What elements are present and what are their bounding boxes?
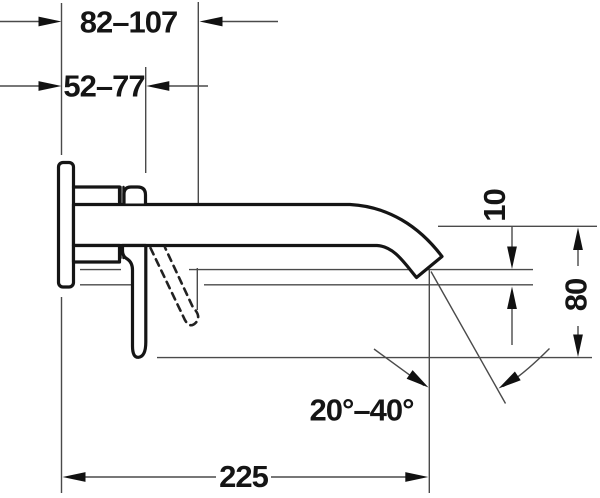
lever-handle-open-dashed (149, 246, 200, 327)
collar-divider-lines (119, 185, 125, 260)
mount-collar-top (71, 185, 122, 206)
dim-label-outlet-height: 80 (559, 279, 594, 311)
arrow-angle-right (498, 371, 521, 389)
arrow-right-52-77 (38, 81, 62, 91)
dim-label-wall-to-handle-closed: 52–77 (63, 69, 144, 104)
lever-handle (120, 243, 148, 359)
arrow-left-82-107 (199, 16, 223, 27)
cartridge-cap (122, 185, 148, 206)
arrow-down-80 (573, 334, 583, 357)
arrow-angle-left (406, 370, 429, 388)
dimension-arrowheads (38, 16, 583, 482)
dim-label-stream-angle: 20°–40° (310, 393, 415, 428)
dimension-lines (0, 20, 579, 478)
arrow-left-52-77 (146, 81, 170, 91)
dim-label-wall-to-handle-open: 82–107 (80, 5, 177, 40)
arrow-down-10 (507, 246, 517, 269)
dim-label-outlet-gap: 10 (477, 189, 512, 221)
dim-label-spout-reach: 225 (219, 459, 268, 494)
arrow-right-82-107 (38, 16, 62, 27)
water-stream-line (430, 271, 507, 404)
faucet-body (56, 160, 444, 359)
arrow-right-225 (405, 472, 429, 482)
arrow-up-80 (573, 227, 583, 250)
dimension-labels: 82–107 52–77 10 80 20°–40° 225 (63, 5, 593, 495)
wall-plate (56, 160, 76, 289)
mount-collar-bottom (71, 243, 122, 264)
arrow-left-225 (62, 472, 86, 482)
arrow-up-10 (507, 286, 517, 309)
spout (71, 202, 444, 280)
